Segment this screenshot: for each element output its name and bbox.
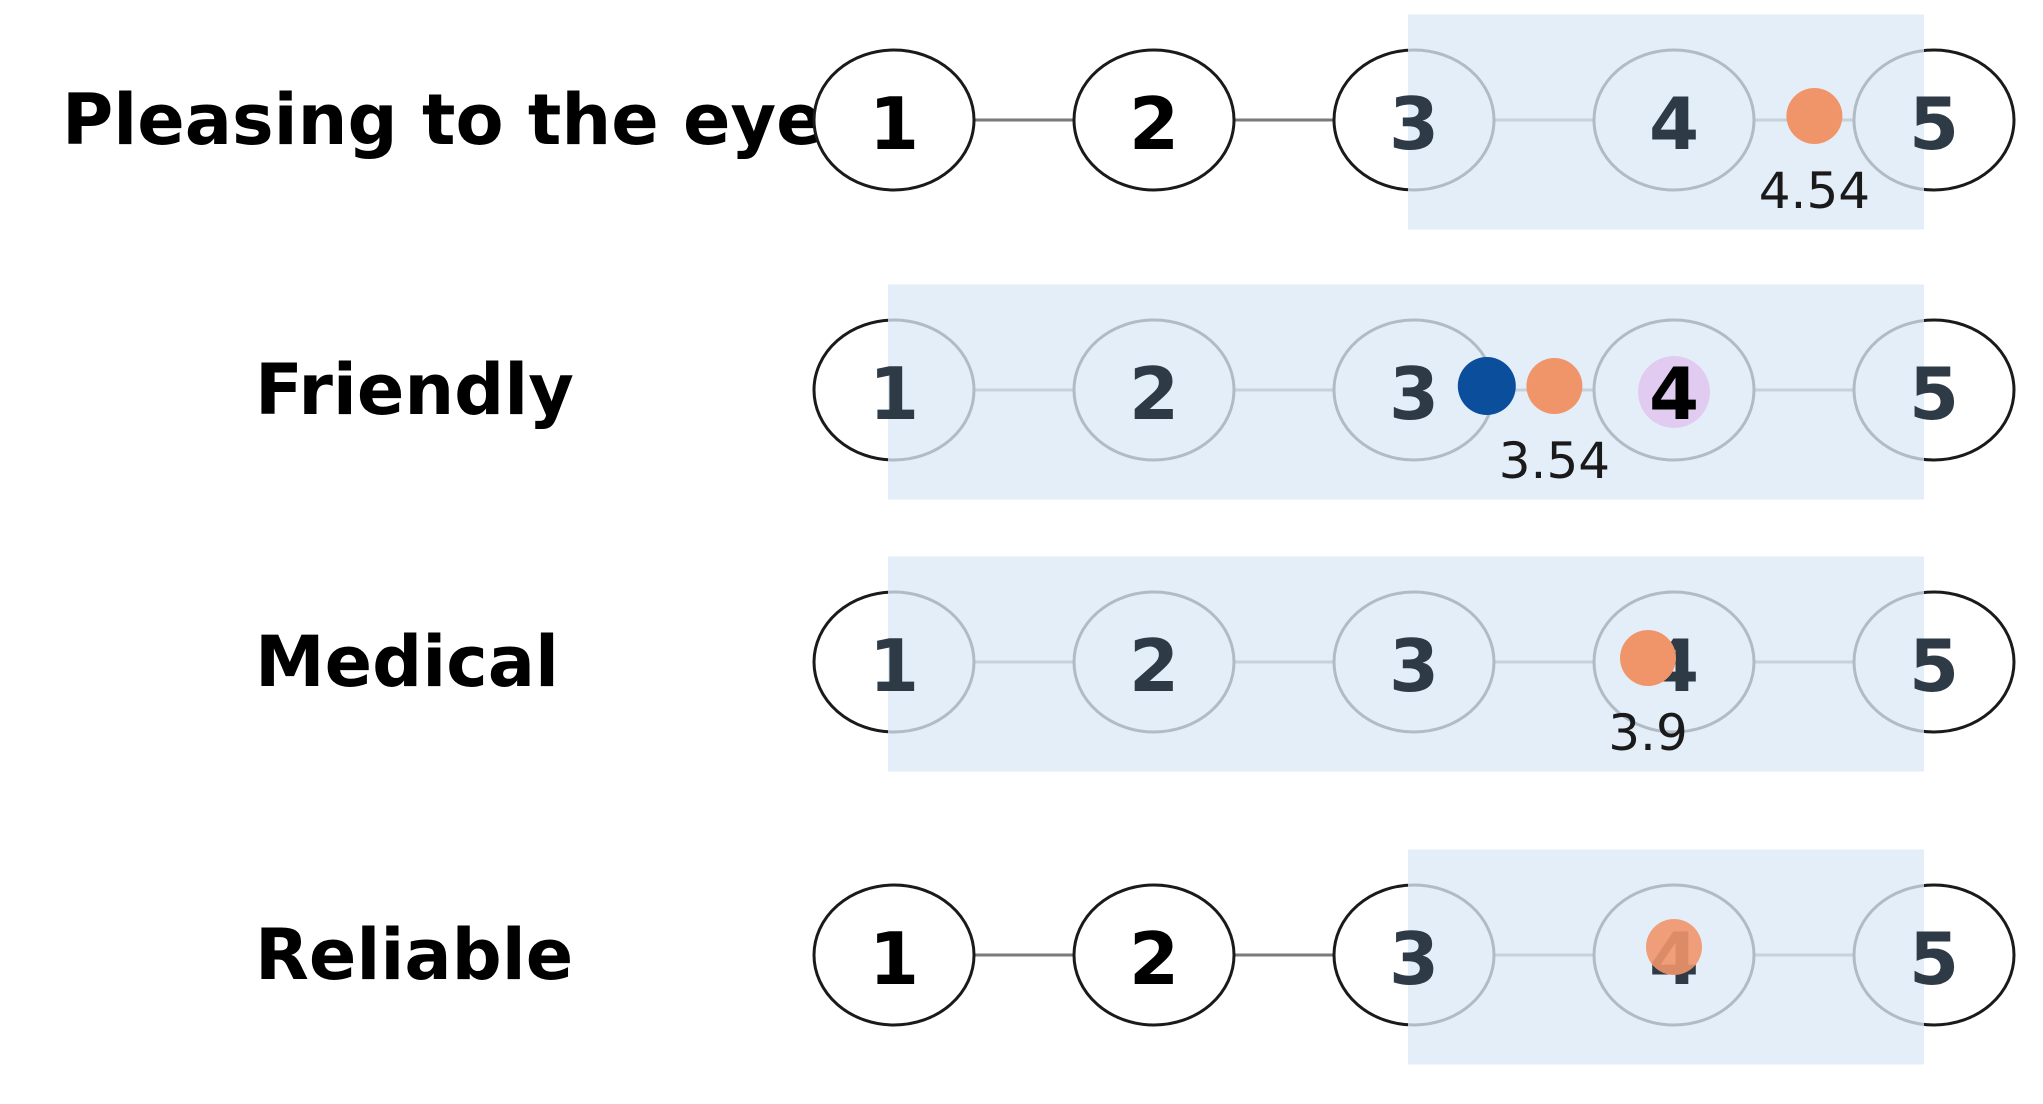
row-label: Reliable [255, 914, 573, 996]
scale-point-number: 4 [1649, 352, 1699, 436]
range-band [888, 284, 1924, 500]
scale-point-number: 2 [1129, 352, 1179, 436]
mean-marker [1620, 630, 1676, 686]
mean-value-label: 3.9 [1608, 704, 1688, 762]
scale-point-circle [1072, 48, 1236, 192]
mean-marker [1526, 358, 1583, 414]
scale-point-number: 5 [1909, 624, 1959, 708]
scale-point-number: 4 [1649, 82, 1699, 166]
extra-marker [1457, 357, 1516, 415]
rating-row: Friendly 1 2 3 4 5 3.54 [255, 284, 2016, 500]
scale-point-number: 3 [1389, 82, 1439, 166]
scale-point-number: 3 [1389, 352, 1439, 436]
rating-row: Medical123453.9 [255, 556, 2016, 772]
rating-row: Pleasing to the eye 1 2 3 4 5 4.54 [62, 14, 2016, 230]
scale-point-number: 2 [1129, 624, 1179, 708]
mean-value-label: 3.54 [1499, 432, 1610, 490]
scale-point-number: 3 [1389, 917, 1439, 1001]
scale-point-number: 1 [869, 624, 919, 708]
scale-point-number: 2 [1129, 917, 1179, 1001]
scale-point-number: 5 [1909, 917, 1959, 1001]
scale-point-number: 1 [869, 352, 919, 436]
scale-point-circle [812, 48, 976, 192]
scale-point-number: 1 [869, 82, 919, 166]
mean-value-label: 4.54 [1759, 162, 1870, 220]
scale-point-number: 5 [1909, 82, 1959, 166]
row-label: Pleasing to the eye [62, 79, 824, 161]
scale-point-number: 3 [1389, 624, 1439, 708]
rating-row: Reliable12345 [255, 849, 2016, 1065]
scale-point-circle [812, 883, 976, 1027]
mean-marker [1786, 88, 1843, 144]
row-label: Medical [255, 621, 559, 703]
scale-point-number: 5 [1909, 352, 1959, 436]
row-label: Friendly [255, 349, 574, 431]
range-band [888, 556, 1924, 772]
scale-point-circle [1072, 883, 1236, 1027]
scale-point-number: 1 [869, 917, 919, 1001]
mean-marker [1646, 919, 1702, 975]
scale-point-number: 2 [1129, 82, 1179, 166]
